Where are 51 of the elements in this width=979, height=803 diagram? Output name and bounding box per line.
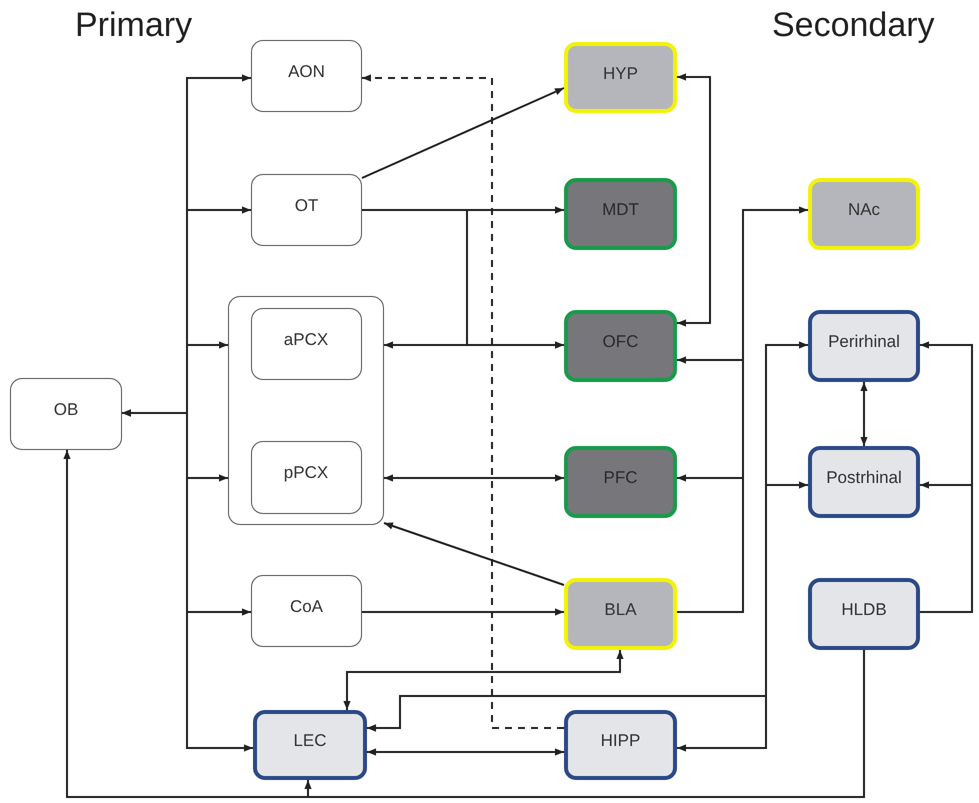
region-box	[250, 440, 362, 514]
arrow	[677, 73, 711, 327]
region-box	[250, 308, 362, 380]
region-box	[564, 310, 677, 382]
region-box	[564, 578, 677, 650]
region-box	[564, 446, 677, 518]
region-label: OB	[54, 399, 78, 421]
arrow	[362, 74, 564, 729]
arrow	[367, 748, 564, 756]
region-label: NAc	[848, 199, 880, 221]
region-box	[251, 575, 362, 647]
region-label: pPCX	[284, 462, 328, 484]
region-box	[564, 42, 677, 113]
arrow	[367, 695, 767, 752]
section-title: Secondary	[772, 5, 935, 46]
region-box	[808, 310, 920, 382]
arrow	[122, 409, 253, 752]
region-label: BLA	[604, 599, 637, 621]
region-label: OFC	[602, 331, 638, 353]
region-label: CoA	[290, 596, 324, 618]
arrow	[384, 341, 564, 349]
region-box	[564, 178, 677, 250]
region-box	[808, 178, 920, 250]
region-label: PFC	[604, 467, 638, 489]
arrow	[677, 474, 744, 613]
region-box	[253, 710, 367, 780]
section-title: Primary	[75, 5, 192, 46]
region-box	[564, 710, 677, 780]
region-label: aPCX	[284, 328, 328, 350]
region-label: HYP	[603, 62, 638, 84]
arrow	[384, 474, 564, 482]
arrow	[860, 382, 868, 446]
arrow	[384, 522, 564, 586]
region-box	[10, 378, 122, 450]
region-label: OT	[294, 195, 318, 217]
arrow	[362, 608, 564, 616]
region-box	[251, 174, 362, 246]
region-box	[251, 40, 362, 112]
region-label: Postrhinal	[826, 467, 902, 489]
region-box	[808, 578, 920, 650]
arrow	[362, 87, 564, 179]
region-label: MDT	[602, 199, 639, 221]
arrow	[920, 481, 973, 613]
group-box	[228, 296, 384, 525]
region-label: Perirhinal	[828, 331, 900, 353]
region-box	[808, 446, 920, 518]
region-label: HIPP	[600, 730, 640, 752]
region-label: HLDB	[841, 599, 887, 621]
region-label: AON	[288, 61, 325, 83]
region-label: LEC	[293, 730, 327, 752]
arrow	[343, 650, 624, 710]
